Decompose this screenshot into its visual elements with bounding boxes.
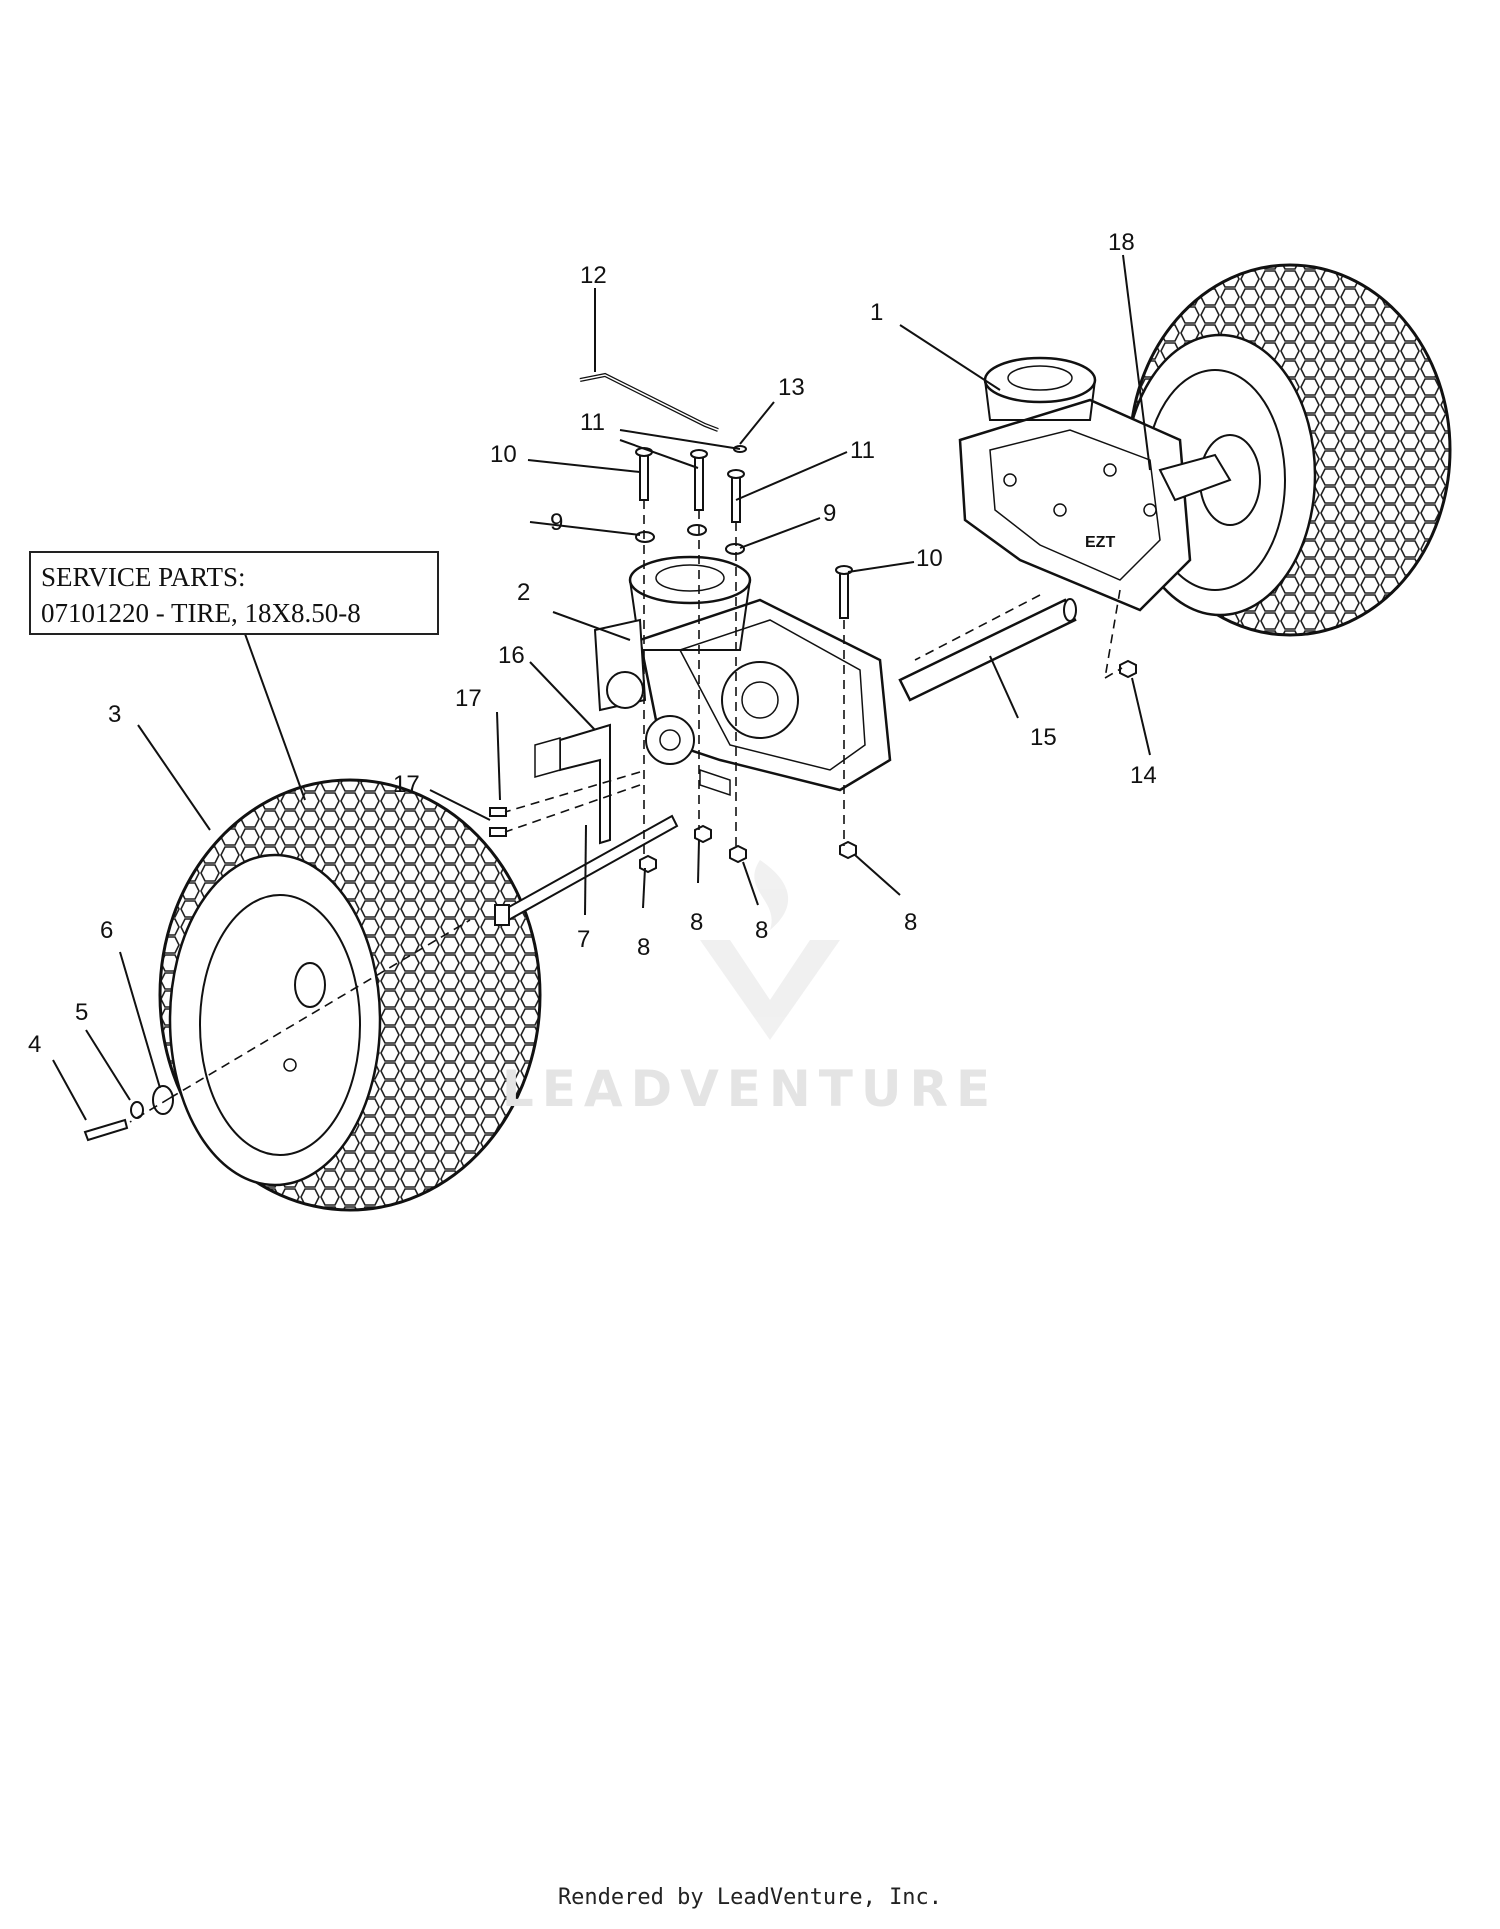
watermark-text: LEADVENTURE bbox=[501, 1060, 999, 1118]
callout-12: 12 bbox=[580, 262, 607, 289]
bracket-16 bbox=[534, 723, 611, 845]
service-parts-box: SERVICE PARTS: 07101220 - TIRE, 18X8.50-… bbox=[29, 551, 439, 635]
callout-18: 18 bbox=[1108, 229, 1135, 256]
shaft-15 bbox=[898, 598, 1077, 702]
callout-11b: 11 bbox=[850, 437, 875, 464]
service-parts-title: SERVICE PARTS: bbox=[41, 562, 246, 592]
left-transmission bbox=[593, 555, 892, 797]
callout-17b: 17 bbox=[393, 771, 420, 798]
callout-15: 15 bbox=[1030, 724, 1057, 751]
callout-4: 4 bbox=[28, 1031, 41, 1058]
axle-rod-7 bbox=[494, 814, 679, 926]
leader-lines bbox=[52, 254, 1151, 1121]
callout-10b: 10 bbox=[916, 545, 943, 572]
callout-8c: 8 bbox=[755, 917, 768, 944]
callout-13: 13 bbox=[778, 374, 805, 401]
callout-7: 7 bbox=[577, 926, 590, 953]
footer-credit: Rendered by LeadVenture, Inc. bbox=[557, 1885, 943, 1910]
right-transmission: EZT bbox=[958, 356, 1232, 612]
callouts: 1 2 3 4 5 6 7 8 8 8 8 9 9 10 10 11 11 12… bbox=[28, 229, 1157, 1058]
svg-text:EZT: EZT bbox=[1085, 534, 1115, 551]
callout-9a: 9 bbox=[550, 509, 563, 536]
callout-8a: 8 bbox=[637, 934, 650, 961]
callout-10a: 10 bbox=[490, 441, 517, 468]
callout-3: 3 bbox=[108, 701, 121, 728]
fasteners bbox=[83, 445, 1137, 1142]
callout-6: 6 bbox=[100, 917, 113, 944]
control-rod-12 bbox=[579, 372, 719, 432]
left-tire bbox=[158, 778, 542, 1212]
callout-8d: 8 bbox=[904, 909, 917, 936]
watermark-logo bbox=[700, 860, 840, 1040]
callout-11a: 11 bbox=[580, 409, 605, 436]
callout-17a: 17 bbox=[455, 685, 482, 712]
dash-lines bbox=[129, 500, 1123, 1123]
callout-2: 2 bbox=[517, 579, 530, 606]
callout-8b: 8 bbox=[690, 909, 703, 936]
callout-9b: 9 bbox=[823, 500, 836, 527]
callout-16: 16 bbox=[498, 642, 525, 669]
service-parts-item: 07101220 - TIRE, 18X8.50-8 bbox=[41, 598, 361, 628]
callout-5: 5 bbox=[75, 999, 88, 1026]
callout-1: 1 bbox=[870, 299, 883, 326]
callout-14: 14 bbox=[1130, 762, 1157, 789]
